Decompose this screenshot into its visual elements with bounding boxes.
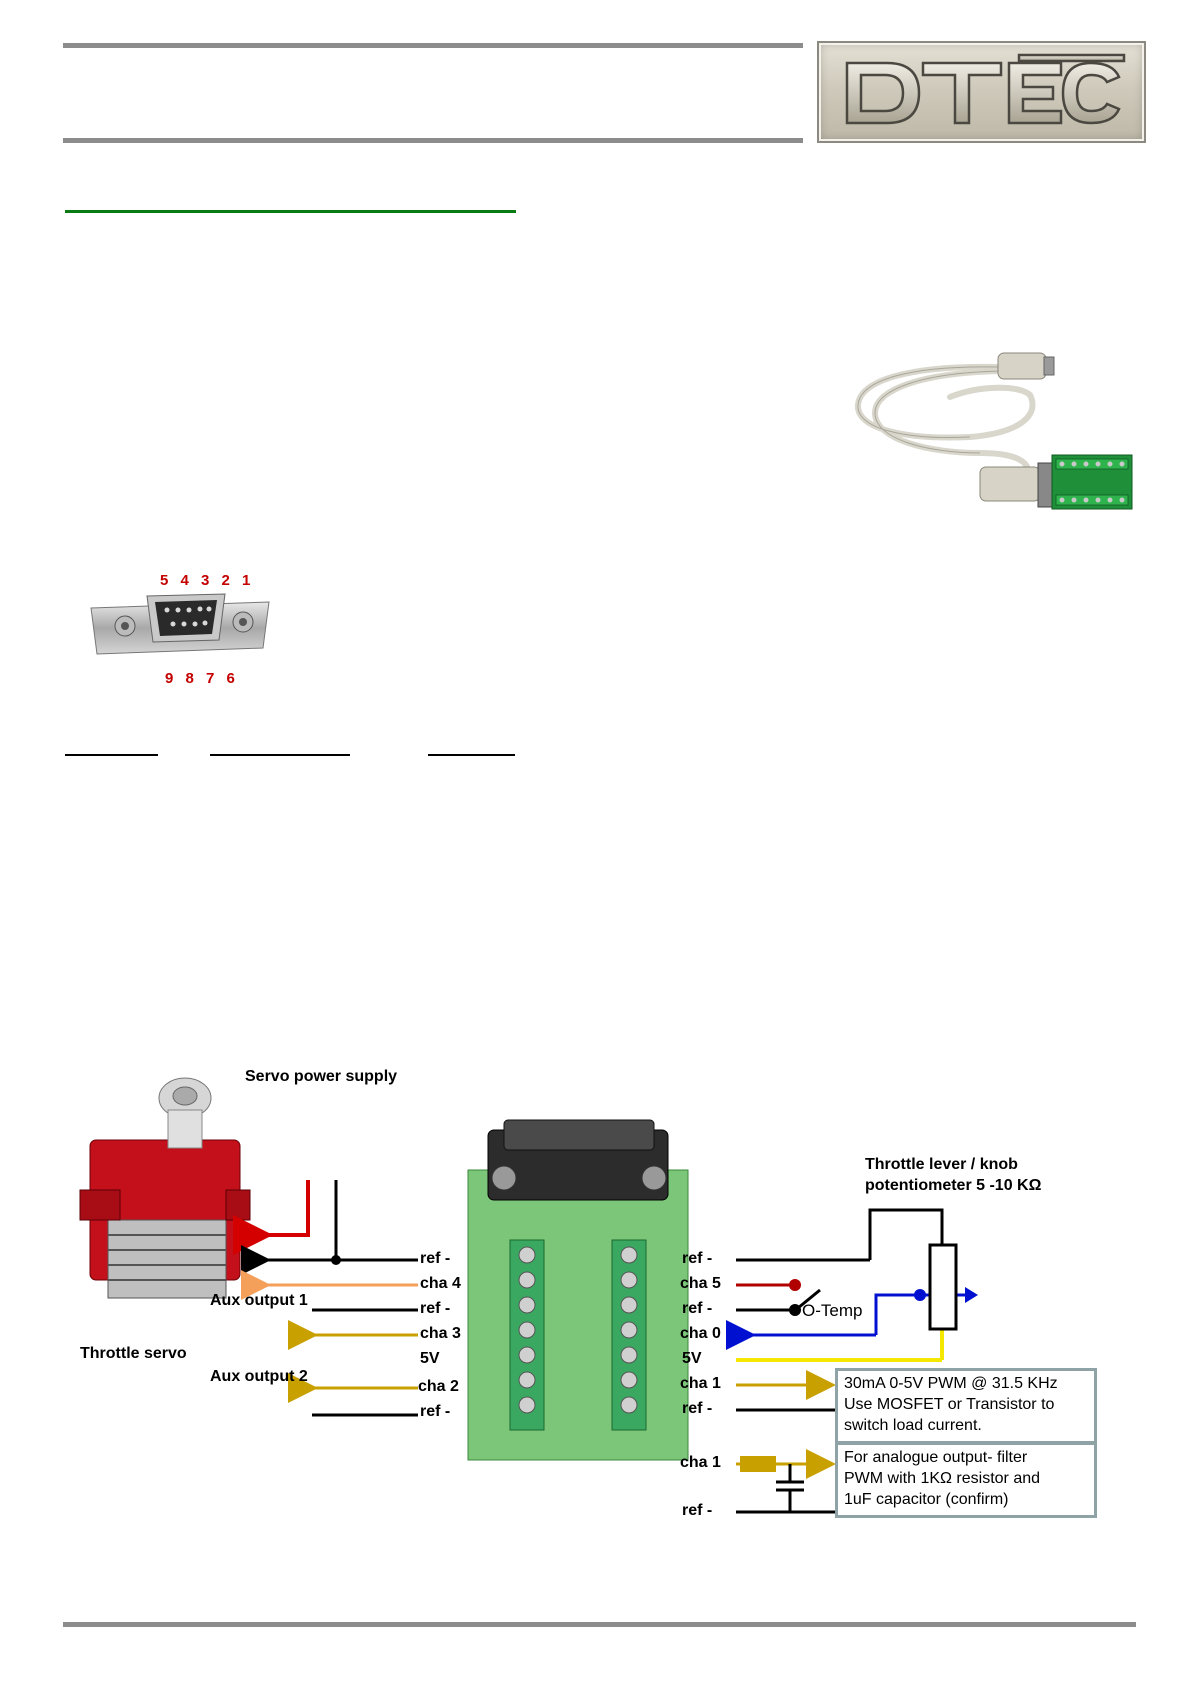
throttle-pot-label-line1: Throttle lever / knob: [865, 1156, 1018, 1173]
right-pin-label: cha 1: [680, 1375, 721, 1392]
header-rule-top: [63, 43, 803, 48]
right-pin-label: cha 5: [680, 1275, 721, 1292]
throttle-servo-icon: [79, 1077, 251, 1299]
aux-output-1-label: Aux output 1: [210, 1292, 308, 1309]
right-pin-label: cha 0: [680, 1325, 721, 1342]
pwm-note-line: 30mA 0-5V PWM @ 31.5 KHz: [844, 1375, 1058, 1392]
analogue-ref-label: ref -: [682, 1502, 713, 1519]
right-pin-label: ref -: [682, 1250, 713, 1267]
dtec-logo: [817, 41, 1146, 143]
pinout-bottom-numbers: 9 8 7 6: [165, 670, 239, 687]
servo-adapter-board-icon: [467, 1119, 689, 1461]
footer-rule: [63, 1622, 1136, 1627]
pinout-top-numbers: 5 4 3 2 1: [160, 572, 255, 589]
pwm-note-line: Use MOSFET or Transistor to: [844, 1396, 1055, 1413]
pwm-note-box: 30mA 0-5V PWM @ 31.5 KHz Use MOSFET or T…: [835, 1368, 1097, 1444]
wiring-diagram: Servo power supply Throttle servo Aux ou…: [60, 1068, 1120, 1540]
serial-cable-photo: [850, 345, 1140, 515]
table-col-underline-1: [65, 754, 158, 756]
header-rule-bottom: [63, 138, 803, 143]
right-pin-label: ref -: [682, 1400, 713, 1417]
analogue-note-line: 1uF capacitor (confirm): [844, 1491, 1009, 1508]
left-pin-label: cha 2: [418, 1378, 459, 1395]
section-heading-underline: [65, 210, 516, 213]
db9-pinout: 5 4 3 2 1 9 8 7 6: [85, 570, 275, 690]
right-pin-label: ref -: [682, 1300, 713, 1317]
throttle-pot-label-line2: potentiometer 5 -10 KΩ: [865, 1177, 1042, 1194]
servo-power-supply-label: Servo power supply: [245, 1068, 398, 1085]
db9-connector-icon: [90, 593, 270, 655]
analogue-note-line: For analogue output- filter: [844, 1449, 1028, 1466]
left-pin-label: ref -: [420, 1250, 451, 1267]
pwm-note-line: switch load current.: [844, 1417, 982, 1434]
table-col-underline-2: [210, 754, 350, 756]
left-pin-label: 5V: [420, 1350, 440, 1367]
left-pin-label: ref -: [420, 1300, 451, 1317]
o-temp-label: O-Temp: [802, 1301, 863, 1320]
analogue-cha-label: cha 1: [680, 1454, 721, 1471]
left-pin-label: ref -: [420, 1403, 451, 1420]
left-pin-label: cha 3: [420, 1325, 461, 1342]
analogue-note-line: PWM with 1KΩ resistor and: [844, 1470, 1041, 1487]
table-col-underline-3: [428, 754, 515, 756]
wiring-lines: [79, 1077, 978, 1514]
throttle-servo-label: Throttle servo: [80, 1345, 187, 1362]
analogue-note-box: For analogue output- filter PWM with 1KΩ…: [835, 1442, 1097, 1518]
aux-output-2-label: Aux output 2: [210, 1368, 308, 1385]
left-pin-label: cha 4: [420, 1275, 461, 1292]
right-pin-label: 5V: [682, 1350, 702, 1367]
